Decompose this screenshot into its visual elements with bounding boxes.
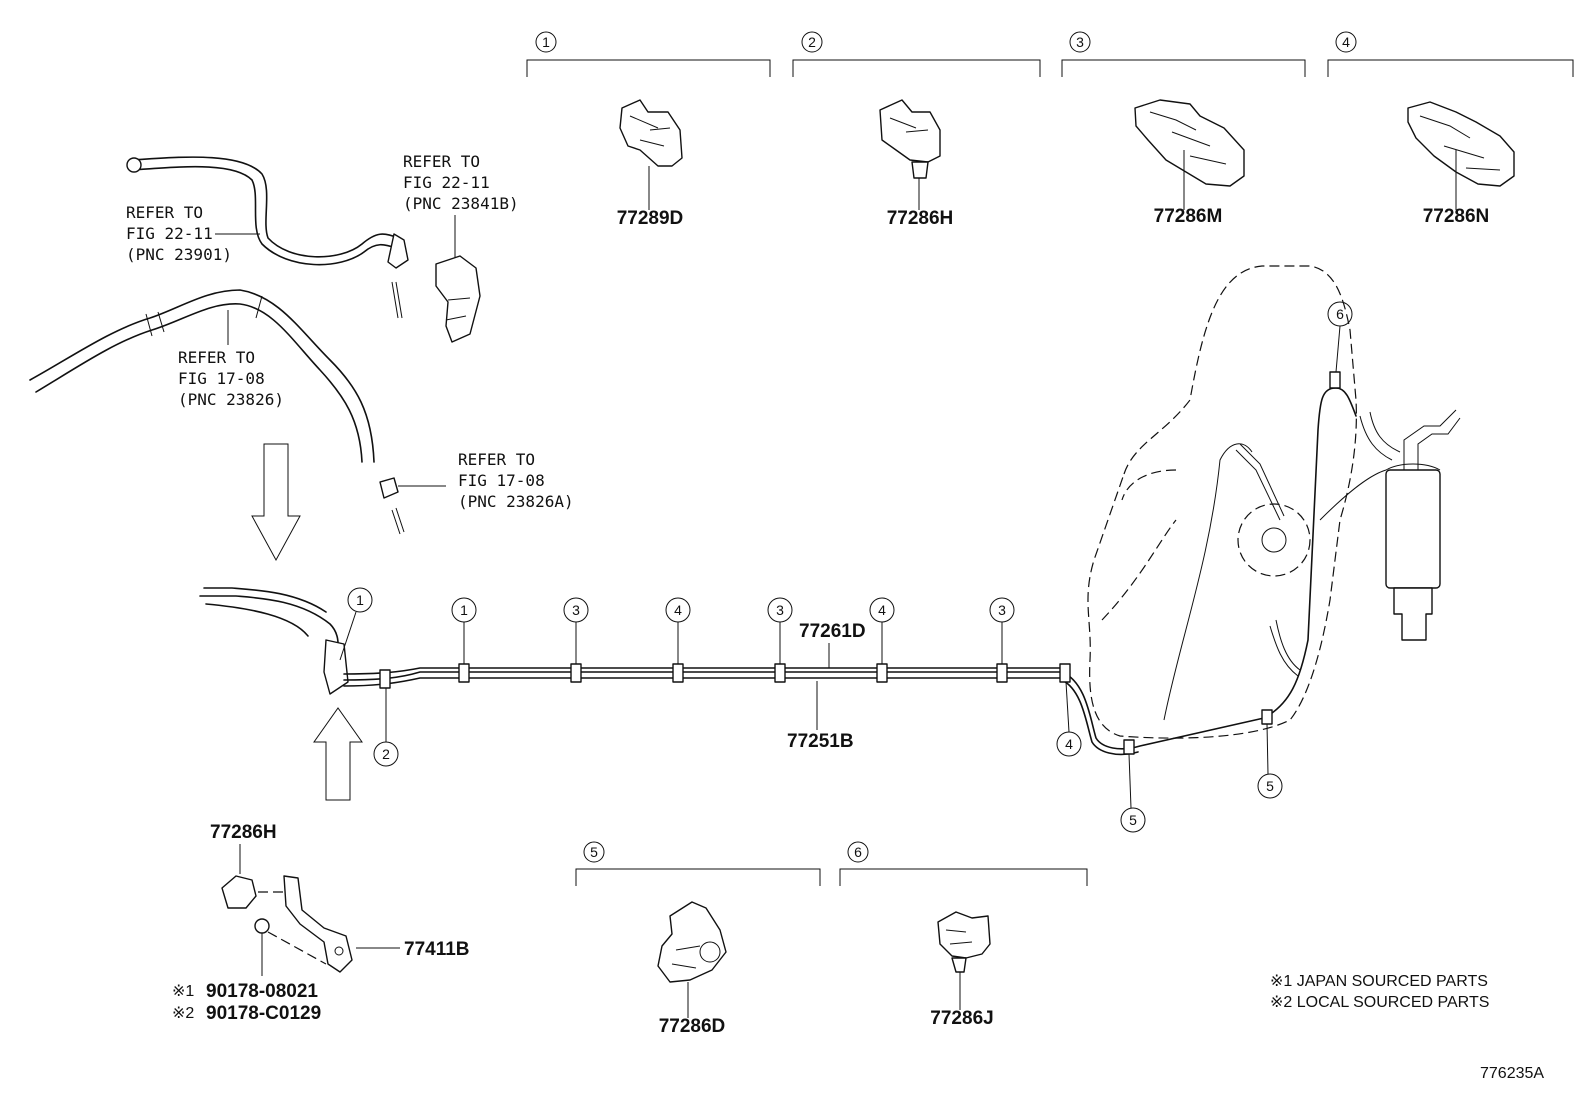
clip-group-5[interactable]: 5 77286D xyxy=(575,841,821,1037)
svg-text:REFER TO: REFER TO xyxy=(458,450,535,469)
svg-text:REFER TO: REFER TO xyxy=(178,348,255,367)
view-arrow-down-icon xyxy=(251,443,301,562)
svg-text:4: 4 xyxy=(878,602,886,618)
clip-group-2[interactable]: 2 77286H xyxy=(792,31,1041,229)
svg-text:FIG 22-11: FIG 22-11 xyxy=(126,224,213,243)
clip-77286H-icon xyxy=(879,99,941,179)
note-japan: ※1 JAPAN SOURCED PARTS xyxy=(1270,973,1488,990)
clip-group-6-number: 6 xyxy=(854,844,862,860)
tube-lower-label: 77251B xyxy=(787,731,854,752)
clip-77286N-icon xyxy=(1407,101,1515,187)
figure-id: 776235A xyxy=(1480,1065,1544,1082)
tube-callouts: 1 2 1 3 4 3 4 3 4 5 5 6 xyxy=(339,301,1353,833)
svg-text:2: 2 xyxy=(382,746,390,762)
ref-23841B[interactable]: REFER TO FIG 22-11 (PNC 23841B) xyxy=(403,152,519,343)
clip-group-4[interactable]: 4 77286N xyxy=(1327,31,1574,227)
clip-group-6[interactable]: 6 77286J xyxy=(839,841,1088,1029)
note-local: ※2 LOCAL SOURCED PARTS xyxy=(1270,994,1489,1011)
clip-77286D-icon xyxy=(657,901,727,983)
svg-text:4: 4 xyxy=(674,602,682,618)
svg-text:3: 3 xyxy=(572,602,580,618)
clip-group-5-number: 5 xyxy=(590,844,598,860)
clip-77286M-icon xyxy=(1134,99,1245,187)
ref-23826[interactable]: REFER TO FIG 17-08 (PNC 23826) xyxy=(178,310,284,409)
svg-text:※2: ※2 xyxy=(172,1005,194,1022)
clip-group-1-number: 1 xyxy=(542,34,550,50)
svg-text:REFER TO: REFER TO xyxy=(403,152,480,171)
fuel-hose-upper[interactable] xyxy=(126,156,409,319)
svg-text:FIG 22-11: FIG 22-11 xyxy=(403,173,490,192)
svg-text:(PNC 23841B): (PNC 23841B) xyxy=(403,194,519,213)
svg-text:4: 4 xyxy=(1065,736,1073,752)
bolt-icon xyxy=(254,918,270,934)
sourcing-notes: ※1 JAPAN SOURCED PARTS ※2 LOCAL SOURCED … xyxy=(1270,973,1489,1011)
bolt-1-label: 90178-08021 xyxy=(206,981,318,1002)
svg-text:5: 5 xyxy=(1266,778,1274,794)
bracket-77411B-icon xyxy=(283,875,353,973)
svg-text:5: 5 xyxy=(1129,812,1137,828)
svg-text:(PNC 23826A): (PNC 23826A) xyxy=(458,492,574,511)
ref-23826A[interactable]: REFER TO FIG 17-08 (PNC 23826A) xyxy=(398,450,574,511)
clip-77286H-small-icon xyxy=(221,875,257,909)
tube-clamps xyxy=(379,371,1341,755)
hose-end-icon xyxy=(126,157,142,173)
clip-group-3-number: 3 xyxy=(1076,34,1084,50)
svg-text:(PNC 23901): (PNC 23901) xyxy=(126,245,232,264)
filler-hose[interactable] xyxy=(29,289,405,535)
svg-text:FIG 17-08: FIG 17-08 xyxy=(458,471,545,490)
clip-group-4-part: 77286N xyxy=(1423,206,1490,227)
clip-group-2-part: 77286H xyxy=(887,208,954,229)
clip-group-4-number: 4 xyxy=(1342,34,1350,50)
view-arrow-up-icon xyxy=(313,707,363,801)
bracket-label: 77411B xyxy=(404,939,470,960)
svg-text:3: 3 xyxy=(776,602,784,618)
fuel-tube-assembly[interactable]: 77261D 77251B xyxy=(199,371,1357,756)
clip-77286J-icon xyxy=(937,911,991,973)
svg-text:1: 1 xyxy=(460,602,468,618)
svg-text:(PNC 23826): (PNC 23826) xyxy=(178,390,284,409)
bolt-2-label: 90178-C0129 xyxy=(206,1003,321,1024)
ref-23901[interactable]: REFER TO FIG 22-11 (PNC 23901) xyxy=(126,203,260,264)
svg-text:6: 6 xyxy=(1336,306,1344,322)
svg-text:FIG 17-08: FIG 17-08 xyxy=(178,369,265,388)
clip-group-6-part: 77286J xyxy=(930,1008,993,1029)
svg-text:※1: ※1 xyxy=(172,983,194,1000)
bracket-assembly[interactable]: 77286H 77411B ※1 90178-08021 ※2 90178-C0… xyxy=(172,822,470,1024)
clip-group-1-part: 77289D xyxy=(617,208,684,229)
svg-text:1: 1 xyxy=(356,592,364,608)
clip-group-3[interactable]: 3 77286M xyxy=(1061,31,1306,227)
fuel-filter-icon xyxy=(1319,409,1461,641)
bracket-clip-label: 77286H xyxy=(210,822,277,843)
svg-text:3: 3 xyxy=(998,602,1006,618)
clip-77289D-icon xyxy=(619,99,683,167)
clip-group-3-part: 77286M xyxy=(1154,206,1223,227)
clip-group-1[interactable]: 1 77289D xyxy=(526,31,771,229)
tube-upper-label: 77261D xyxy=(799,621,866,642)
clip-group-5-part: 77286D xyxy=(659,1016,726,1037)
clip-group-2-number: 2 xyxy=(808,34,816,50)
fuel-tank-outline xyxy=(1087,265,1357,739)
svg-text:REFER TO: REFER TO xyxy=(126,203,203,222)
